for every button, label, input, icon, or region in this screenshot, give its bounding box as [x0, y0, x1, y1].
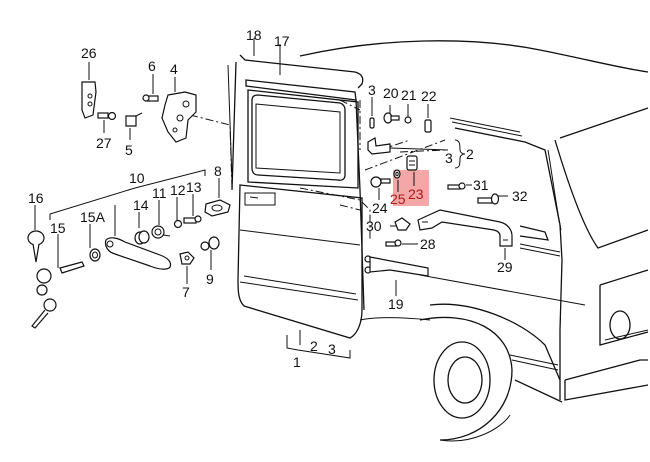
label-27: 27: [96, 135, 112, 151]
part-9-bushing: [200, 236, 220, 251]
label-22: 22: [421, 88, 437, 104]
label-3-door: 3: [328, 341, 336, 357]
part-6-bolt: [142, 94, 159, 102]
label-15a: 15A: [80, 209, 106, 225]
part-11-washer: [151, 225, 171, 239]
part-19-rail: [364, 255, 429, 277]
part-2-3-guide: [367, 137, 391, 155]
label-5: 5: [125, 142, 133, 158]
part-29-grab-handle: [417, 209, 513, 247]
label-18: 18: [246, 27, 262, 43]
part-30-clip: [394, 217, 411, 231]
label-8: 8: [214, 163, 222, 179]
sliding-door: [227, 54, 365, 339]
label-25: 25: [390, 191, 406, 207]
part-26-bracket: [81, 81, 97, 119]
label-23: 23: [408, 186, 424, 202]
part-4-lock: [161, 91, 197, 143]
label-7: 7: [182, 284, 190, 300]
part-15-lock-cylinder: [31, 261, 85, 329]
label-30: 30: [366, 218, 382, 234]
label-3-pin: 3: [368, 82, 376, 98]
label-2-door: 2: [310, 338, 318, 354]
part-15a-grommet: [89, 248, 101, 262]
part-14-spring: [134, 230, 150, 245]
label-24: 24: [372, 200, 388, 216]
label-15: 15: [50, 220, 66, 236]
label-4: 4: [170, 61, 178, 77]
label-2-guide: 2: [466, 146, 474, 162]
leader-lines: [34, 38, 508, 359]
part-13-screw: [183, 215, 202, 224]
part-28-screw: [385, 239, 402, 247]
part-3-pin: [369, 117, 375, 129]
label-11: 11: [152, 185, 167, 201]
part-31-screw: [447, 182, 466, 190]
label-9: 9: [206, 271, 214, 287]
label-31: 31: [473, 177, 489, 193]
label-28: 28: [420, 236, 436, 252]
part-12-nut: [173, 219, 183, 229]
label-14: 14: [133, 197, 149, 213]
part-22-sleeve: [424, 119, 432, 133]
label-6: 6: [148, 58, 156, 74]
label-21: 21: [401, 87, 417, 103]
wheel-icon: [433, 341, 491, 419]
wheel-arch: [419, 316, 513, 441]
label-13: 13: [186, 179, 202, 195]
label-3-guide: 3: [445, 150, 453, 166]
label-17: 17: [274, 33, 290, 49]
label-16: 16: [28, 190, 44, 206]
van-body: [299, 40, 649, 442]
label-10: 10: [129, 170, 145, 186]
part-20-bolt: [383, 112, 400, 124]
part-25-washer: [393, 169, 401, 179]
label-12: 12: [170, 182, 186, 198]
part-27-screw: [97, 111, 117, 121]
door-handle-recess: [244, 192, 276, 206]
label-1: 1: [293, 354, 301, 370]
label-32: 32: [512, 188, 528, 204]
label-26: 26: [81, 45, 97, 61]
part-16-key: [27, 230, 45, 263]
part-23-retainer: [406, 155, 418, 171]
part-5-clip: [125, 112, 143, 127]
part-8-gasket: [204, 199, 231, 217]
label-29: 29: [497, 259, 513, 275]
label-19: 19: [388, 296, 404, 312]
taillight-icon: [609, 310, 631, 340]
part-10-handle: [104, 237, 172, 270]
part-21-washer: [404, 116, 412, 124]
part-24-screw: [370, 176, 391, 188]
label-20: 20: [383, 85, 399, 101]
part-32-screw: [477, 193, 500, 205]
part-7-gasket: [179, 251, 195, 265]
part-labels: 26 27 5 6 4 18 17 3 20 21 22 3 2 24 25 2…: [28, 27, 528, 370]
